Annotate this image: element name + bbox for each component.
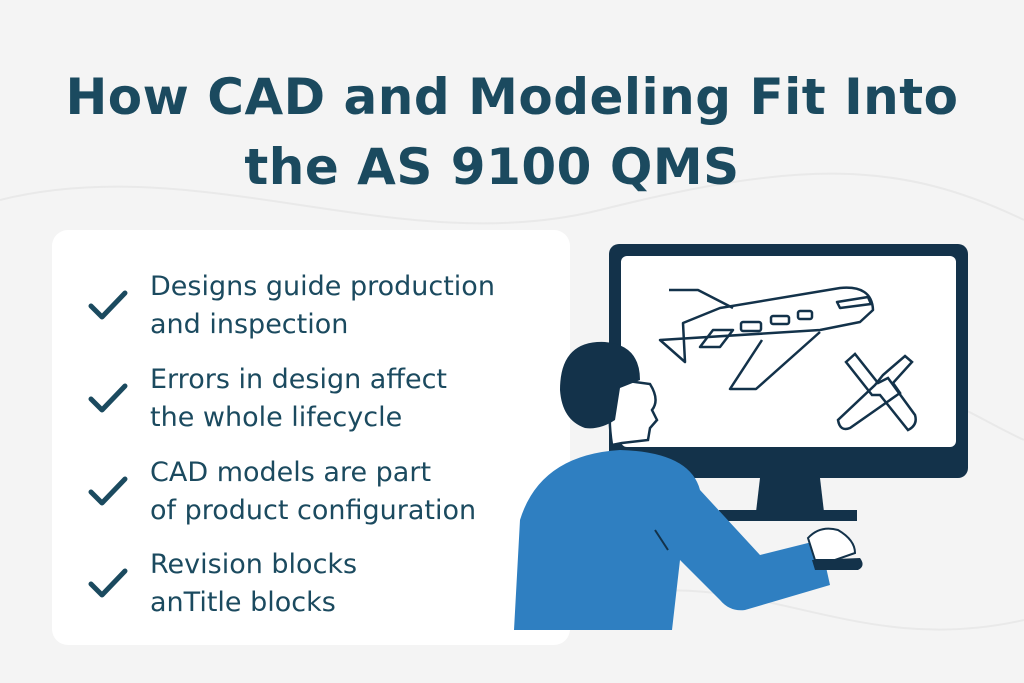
- item-line1: CAD models are part: [150, 457, 432, 488]
- check-icon: [88, 383, 128, 413]
- checklist-item: Errors in design affect the whole lifecyc…: [88, 361, 447, 437]
- check-icon: [88, 476, 128, 506]
- item-line2: anTitle blocks: [150, 587, 336, 618]
- checklist-item: Designs guide production and inspection: [88, 268, 495, 344]
- checklist-item: CAD models are part of product configurat…: [88, 454, 476, 530]
- item-line2: the whole lifecycle: [150, 402, 403, 433]
- page-title-line2: the AS 9100 QMS: [244, 138, 740, 196]
- item-line2: and inspection: [150, 309, 349, 340]
- item-line1: Errors in design affect: [150, 364, 447, 395]
- airplane-icon: [658, 286, 875, 391]
- page-title-line1: How CAD and Modeling Fit Into: [65, 68, 959, 126]
- person-icon: [514, 341, 863, 630]
- check-icon: [88, 568, 128, 598]
- item-line1: Revision blocks: [150, 549, 358, 580]
- checklist-item: Revision blocks anTitle blocks: [88, 546, 357, 622]
- item-line1: Designs guide production: [150, 271, 495, 302]
- item-line2: of product configuration: [150, 495, 477, 526]
- tools-icon: [836, 352, 917, 432]
- checklist-card: Designs guide production and inspection E…: [52, 230, 570, 645]
- check-icon: [88, 290, 128, 320]
